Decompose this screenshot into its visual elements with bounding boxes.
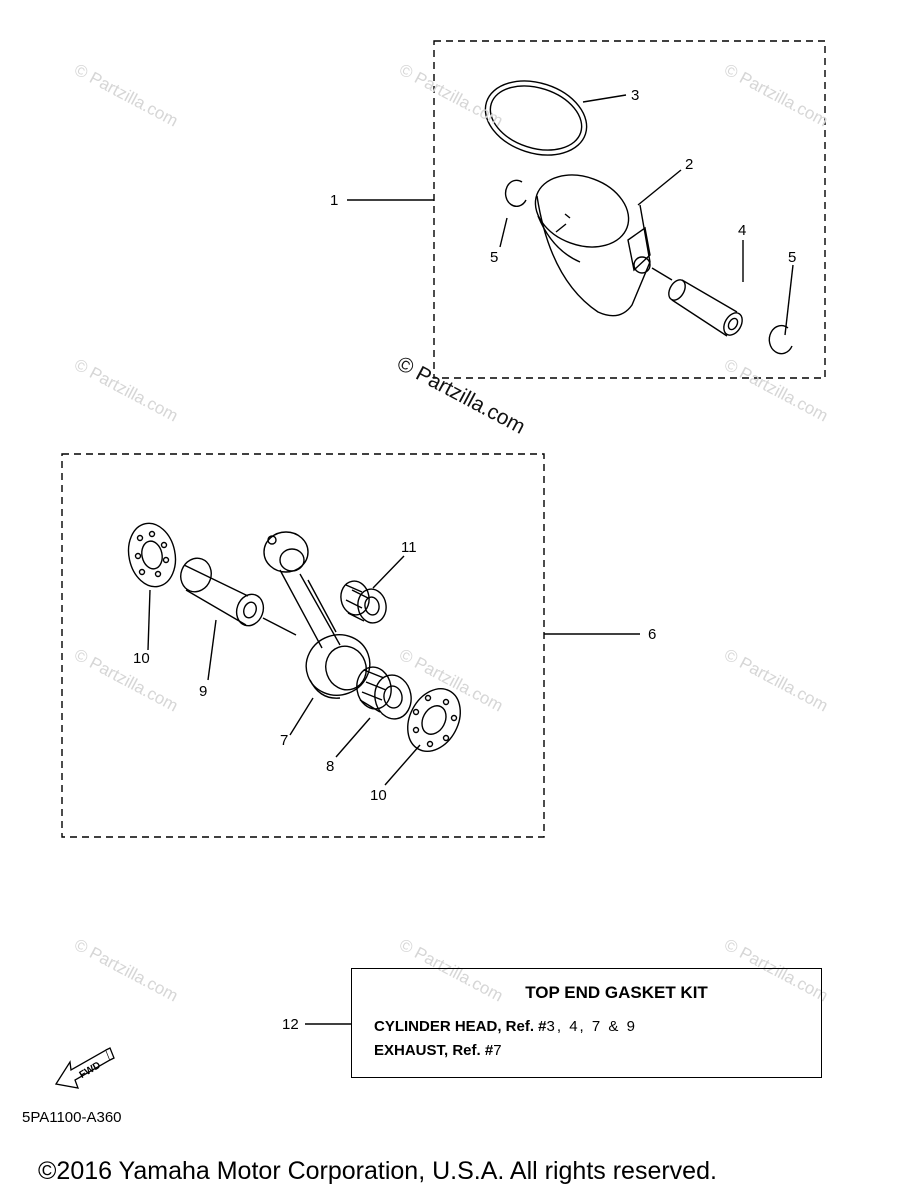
connecting-rod — [263, 531, 371, 699]
gasket-kit-box: TOP END GASKET KIT CYLINDER HEAD, Ref. #… — [351, 968, 822, 1078]
crank-washer-right — [407, 688, 461, 752]
kit-line-refs: 3, 4, 7 & 9 — [546, 1018, 637, 1035]
callout-8: 8 — [326, 758, 335, 775]
callout-1: 1 — [330, 192, 339, 209]
gasket-kit-title: TOP END GASKET KIT — [525, 983, 708, 1002]
kit-line-refs: 7 — [493, 1042, 504, 1059]
copyright-notice: ©2016 Yamaha Motor Corporation, U.S.A. A… — [38, 1157, 717, 1185]
kit-line-cylinder-head: CYLINDER HEAD, Ref. #3, 4, 7 & 9 — [374, 1018, 637, 1035]
piston-group-box — [433, 40, 826, 379]
callout-7: 7 — [280, 732, 289, 749]
forward-arrow-label: FWD — [78, 1060, 103, 1081]
needle-bearing-small — [340, 580, 387, 624]
kit-line-text: EXHAUST, Ref. # — [374, 1042, 494, 1059]
callout-9: 9 — [199, 683, 208, 700]
diagram-code: 5PA1100-A360 — [22, 1109, 122, 1126]
callout-4: 4 — [738, 222, 747, 239]
crank-washer-left — [127, 522, 177, 588]
callout-3: 3 — [631, 87, 640, 104]
crank-pin — [180, 557, 297, 636]
callout-12: 12 — [282, 1016, 299, 1033]
circlip-left — [504, 179, 527, 207]
forward-arrow-icon: FWD — [54, 1047, 115, 1089]
piston — [534, 174, 651, 317]
kit-line-exhaust: EXHAUST, Ref. #7 — [374, 1042, 504, 1059]
callout-10-left: 10 — [133, 650, 150, 667]
needle-bearing-big — [356, 666, 412, 720]
callout-10-right: 10 — [370, 787, 387, 804]
circlip-right — [768, 324, 793, 355]
kit-line-text: CYLINDER HEAD, Ref. # — [374, 1018, 547, 1035]
callout-11: 11 — [401, 539, 417, 556]
callout-5-right: 5 — [788, 249, 797, 266]
callout-2: 2 — [685, 156, 694, 173]
piston-ring — [484, 80, 588, 156]
callout-5-left: 5 — [490, 249, 499, 266]
crank-group-box — [61, 453, 545, 838]
piston-pin — [651, 267, 743, 337]
callout-6: 6 — [648, 626, 657, 643]
